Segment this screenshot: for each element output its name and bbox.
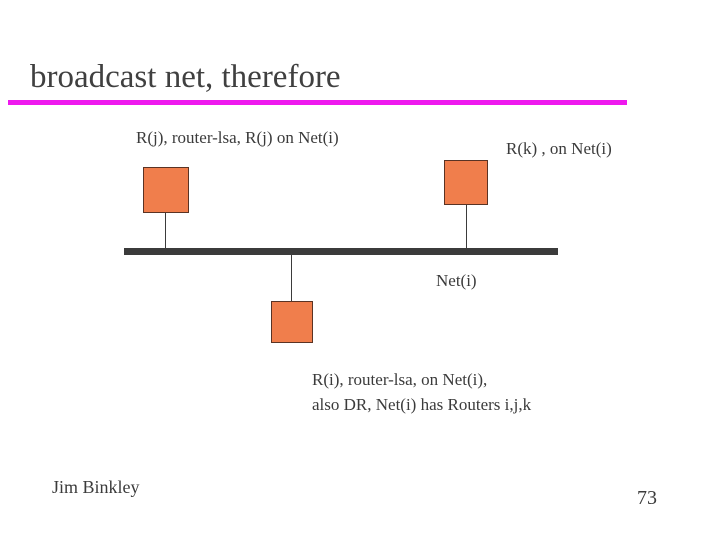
connector-line-k <box>466 205 467 252</box>
label-router-k: R(k) , on Net(i) <box>506 139 612 158</box>
footer-author: Jim Binkley <box>52 477 140 497</box>
label-router-i: R(i), router-lsa, on Net(i), also DR, Ne… <box>312 367 531 417</box>
label-router-i-line2: also DR, Net(i) has Routers i,j,k <box>312 395 532 414</box>
connector-line-j <box>165 213 166 252</box>
label-router-j: R(j), router-lsa, R(j) on Net(i) <box>136 128 339 147</box>
title-divider <box>8 100 627 105</box>
connector-line-i <box>291 253 292 302</box>
network-bus-bar <box>124 248 558 255</box>
router-node-k[interactable] <box>444 160 488 205</box>
router-node-j[interactable] <box>143 167 189 213</box>
footer-page-number: 73 <box>637 487 657 509</box>
page-title: broadcast net, therefore <box>30 59 341 95</box>
router-node-i[interactable] <box>271 301 313 343</box>
label-network: Net(i) <box>436 271 477 290</box>
label-router-i-line1: R(i), router-lsa, on Net(i), <box>312 370 488 389</box>
